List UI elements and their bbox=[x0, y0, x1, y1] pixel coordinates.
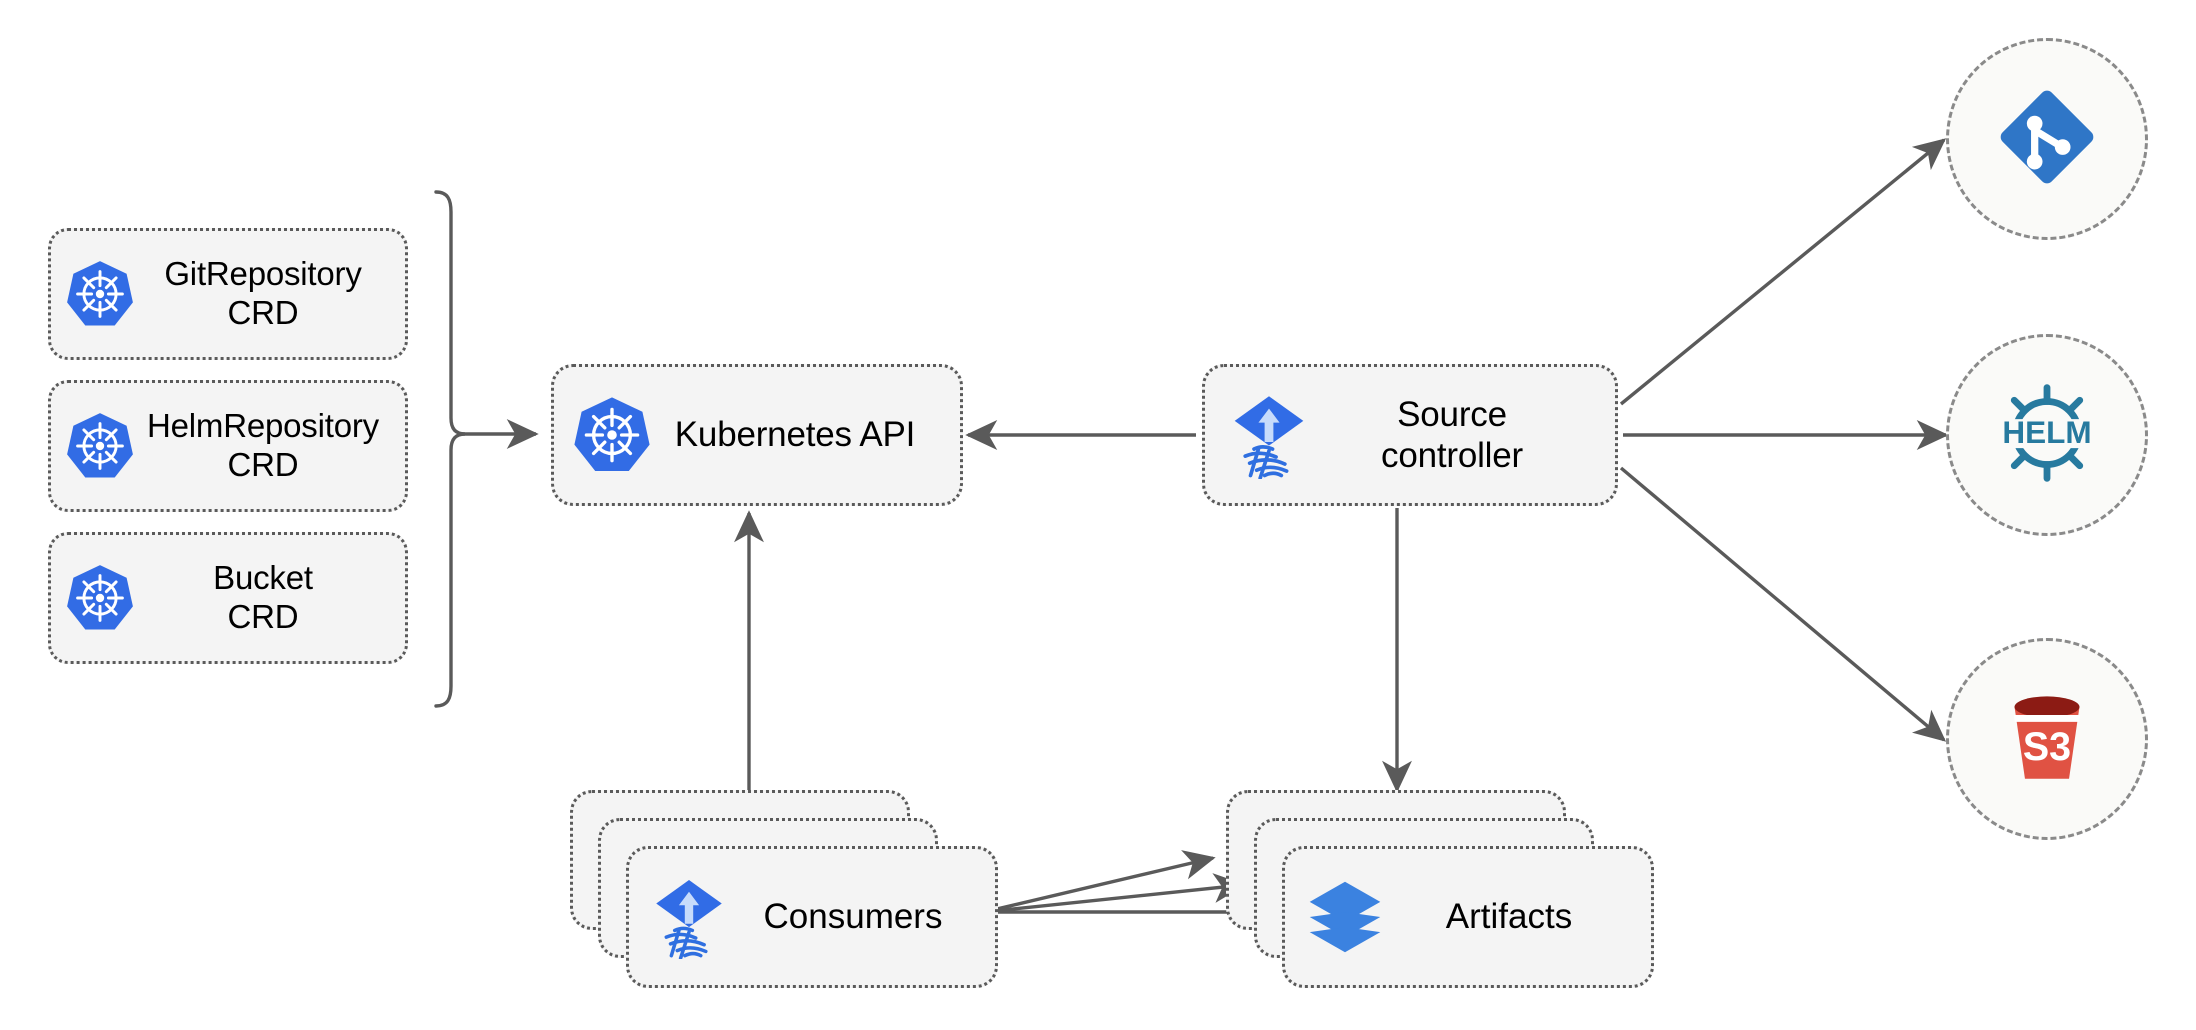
flux-icon bbox=[647, 875, 731, 960]
node-kubernetes-api[interactable]: Kubernetes API bbox=[551, 364, 963, 506]
endpoint-helm[interactable]: HELM bbox=[1946, 334, 2148, 536]
arrow-source-to-s3 bbox=[1619, 466, 1947, 742]
node-label: GitRepository CRD bbox=[164, 255, 362, 331]
endpoint-git[interactable] bbox=[1946, 38, 2148, 240]
node-label: Bucket CRD bbox=[213, 559, 313, 635]
flux-icon bbox=[1225, 391, 1313, 480]
node-gitrepository-crd[interactable]: GitRepository CRD bbox=[48, 228, 408, 360]
node-label: HelmRepository CRD bbox=[147, 407, 379, 483]
s3-label: S3 bbox=[2023, 725, 2071, 769]
kubernetes-icon bbox=[65, 411, 135, 481]
node-bucket-crd[interactable]: Bucket CRD bbox=[48, 532, 408, 664]
s3-bucket-icon: S3 bbox=[1989, 679, 2105, 800]
consumers-stack-card-front[interactable]: Consumers bbox=[626, 846, 998, 988]
git-icon bbox=[1991, 81, 2103, 198]
artifacts-stack-card-front[interactable]: Artifacts bbox=[1282, 846, 1654, 988]
node-label: Consumers bbox=[763, 897, 943, 936]
helm-icon: HELM bbox=[1984, 370, 2110, 501]
kubernetes-icon bbox=[65, 563, 135, 633]
arrow-source-to-git bbox=[1619, 138, 1947, 406]
node-label: Source controller bbox=[1381, 394, 1523, 475]
helm-label: HELM bbox=[2002, 414, 2091, 450]
node-label: Artifacts bbox=[1445, 897, 1573, 936]
node-helmrepository-crd[interactable]: HelmRepository CRD bbox=[48, 380, 408, 512]
node-consumers[interactable]: Consumers bbox=[570, 790, 1040, 1000]
node-source-controller[interactable]: Source controller bbox=[1202, 364, 1618, 506]
crd-bracket-connector bbox=[434, 190, 539, 708]
layers-icon bbox=[1303, 875, 1387, 959]
node-artifacts[interactable]: Artifacts bbox=[1226, 790, 1696, 1000]
kubernetes-icon bbox=[572, 395, 652, 475]
node-label: Kubernetes API bbox=[674, 415, 916, 455]
kubernetes-icon bbox=[65, 259, 135, 329]
endpoint-s3[interactable]: S3 bbox=[1946, 638, 2148, 840]
